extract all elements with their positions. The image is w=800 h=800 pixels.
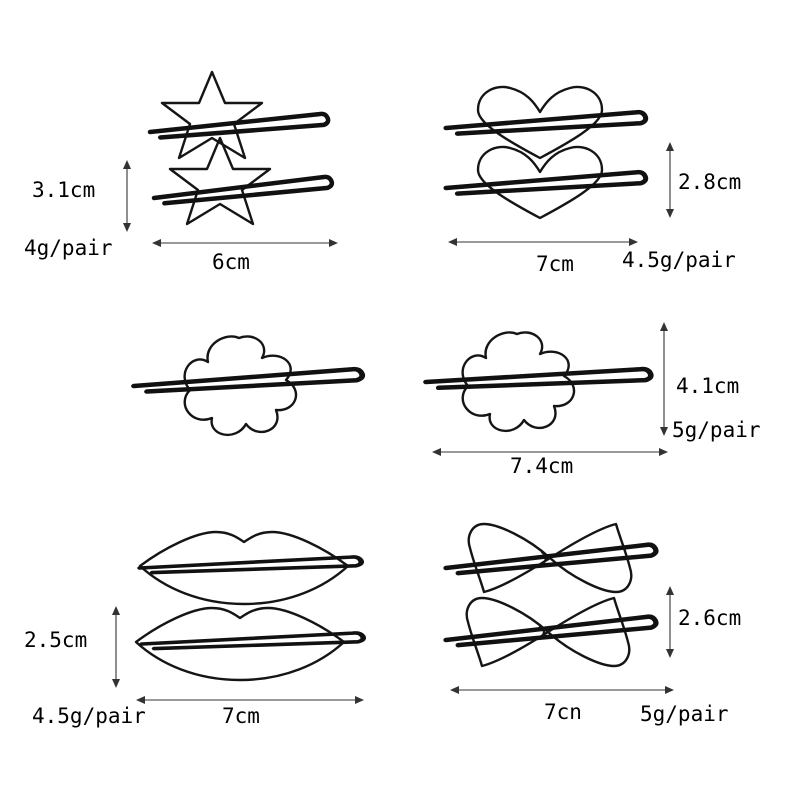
- flower-hairpin-left: [134, 335, 363, 437]
- star-weight-label: 4g/pair: [24, 236, 113, 260]
- star-width-label: 6cm: [212, 250, 250, 274]
- heart-hairpin-bottom: [446, 145, 646, 220]
- flower-weight-label: 5g/pair: [672, 418, 761, 442]
- star-height-label: 3.1cm: [32, 178, 96, 202]
- lips-width-label: 7cm: [222, 704, 260, 728]
- heart-hairpin-top: [446, 85, 646, 160]
- bow-hairpin-bottom: [445, 596, 656, 668]
- bow-height-label: 2.6cm: [678, 606, 742, 630]
- bow-hairpin-top: [445, 522, 656, 594]
- bow-width-label: 7cn: [544, 700, 582, 724]
- heart-weight-label: 4.5g/pair: [622, 248, 736, 272]
- lips-height-label: 2.5cm: [24, 628, 88, 652]
- lips-weight-label: 4.5g/pair: [32, 704, 146, 728]
- dimension-lines: [112, 142, 674, 704]
- lips-hairpin-bottom: [134, 606, 363, 682]
- lips-hairpin-top: [140, 530, 362, 606]
- flower-height-label: 4.1cm: [676, 374, 740, 398]
- flower-hairpin-right: [426, 331, 651, 433]
- bow-weight-label: 5g/pair: [640, 702, 729, 726]
- star-hairpin-top: [150, 70, 329, 160]
- heart-height-label: 2.8cm: [678, 170, 742, 194]
- flower-width-label: 7.4cm: [510, 454, 574, 478]
- heart-width-label: 7cm: [536, 252, 574, 276]
